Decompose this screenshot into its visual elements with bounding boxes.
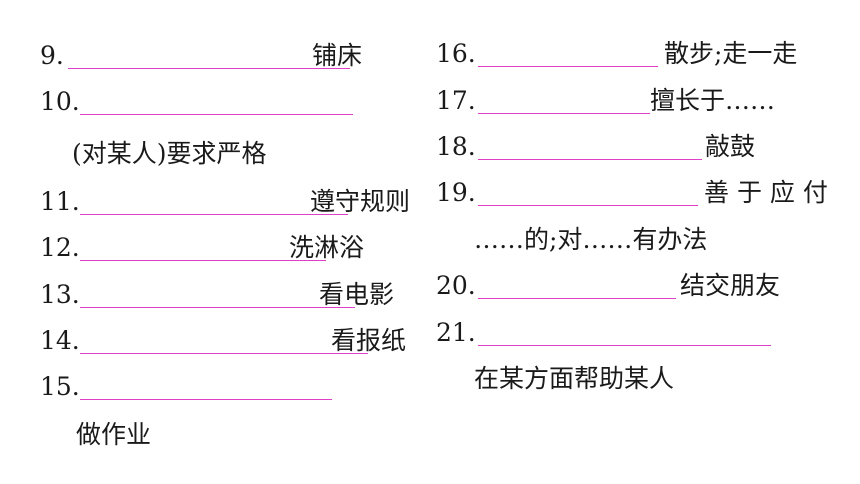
item-meaning: 敲鼓 <box>705 132 756 161</box>
answer-blank[interactable] <box>68 68 350 69</box>
item-18: 18. 敲鼓 <box>436 130 846 164</box>
item-20: 20. 结交朋友 <box>436 269 846 303</box>
item-15-continuation: 做作业 <box>76 420 152 449</box>
item-15: 15. <box>40 370 420 404</box>
item-meaning: 遵守规则 <box>310 187 411 216</box>
item-number: 15. <box>40 372 80 401</box>
item-meaning: 结交朋友 <box>680 271 781 300</box>
answer-blank[interactable] <box>80 214 348 215</box>
item-14: 14. 看报纸 <box>40 324 420 358</box>
item-meaning: 散步;走一走 <box>664 39 798 68</box>
item-9: 9. 铺床 <box>40 39 420 73</box>
item-meaning: 擅长于…… <box>650 86 776 115</box>
item-number: 12. <box>40 233 80 262</box>
item-10-continuation: (对某人)要求严格 <box>72 139 267 168</box>
answer-blank[interactable] <box>478 113 650 114</box>
answer-blank[interactable] <box>80 260 326 261</box>
item-number: 16. <box>436 39 476 68</box>
item-number: 19. <box>436 178 476 207</box>
answer-blank[interactable] <box>478 159 702 160</box>
item-10: 10. <box>40 85 420 119</box>
item-19: 19. 善 于 应 付 <box>436 176 846 210</box>
item-19-continuation: ……的;对……有办法 <box>474 225 708 254</box>
answer-blank[interactable] <box>80 114 353 115</box>
item-meaning: 善 于 应 付 <box>704 178 828 207</box>
item-meaning: 铺床 <box>312 41 363 70</box>
item-meaning: 看电影 <box>319 280 395 309</box>
item-21-continuation: 在某方面帮助某人 <box>474 364 675 393</box>
answer-blank[interactable] <box>478 66 658 67</box>
item-number: 11. <box>40 187 80 216</box>
item-12: 12. 洗淋浴 <box>40 231 420 265</box>
answer-blank[interactable] <box>478 205 698 206</box>
item-number: 18. <box>436 132 476 161</box>
item-number: 13. <box>40 280 80 309</box>
item-number: 17. <box>436 86 476 115</box>
item-17: 17. 擅长于…… <box>436 84 846 118</box>
item-16: 16. 散步;走一走 <box>436 37 846 71</box>
item-number: 20. <box>436 271 476 300</box>
item-number: 21. <box>436 318 476 347</box>
item-number: 10. <box>40 87 80 116</box>
answer-blank[interactable] <box>80 307 355 308</box>
item-number: 9. <box>40 41 64 70</box>
item-21: 21. <box>436 316 846 350</box>
item-meaning: 看报纸 <box>331 326 407 355</box>
item-number: 14. <box>40 326 80 355</box>
item-meaning: 洗淋浴 <box>289 233 365 262</box>
item-11: 11. 遵守规则 <box>40 185 420 219</box>
answer-blank[interactable] <box>478 298 676 299</box>
answer-blank[interactable] <box>80 353 368 354</box>
answer-blank[interactable] <box>80 399 332 400</box>
answer-blank[interactable] <box>478 345 771 346</box>
item-13: 13. 看电影 <box>40 278 420 312</box>
